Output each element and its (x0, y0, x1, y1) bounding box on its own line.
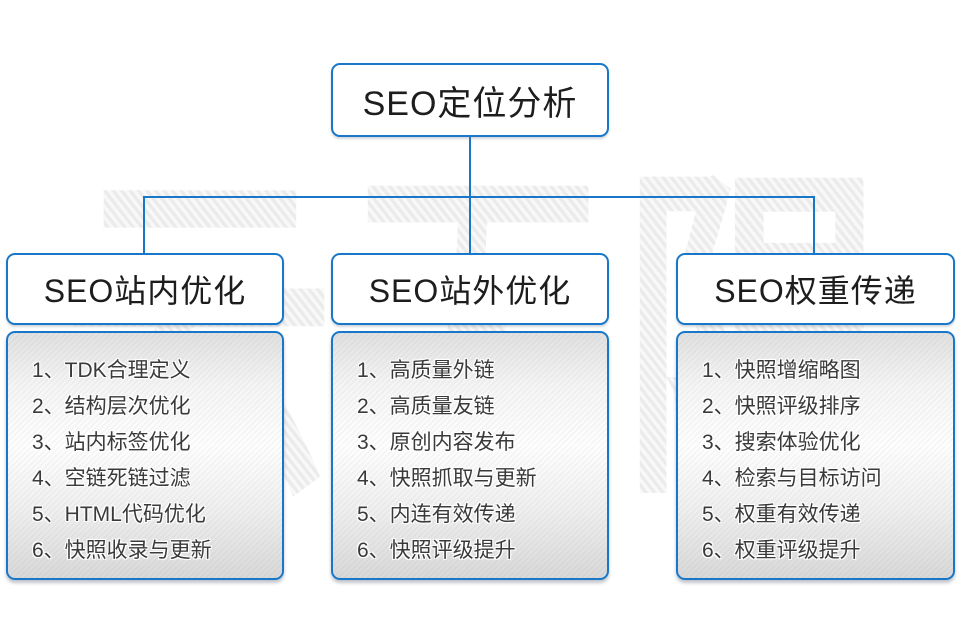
branch-list-onsite: 1、TDK合理定义 2、结构层次优化 3、站内标签优化 4、空链死链过滤 5、H… (6, 331, 284, 580)
branch-header-offsite-label: SEO站外优化 (368, 273, 572, 309)
branch-header-offsite: SEO站外优化 (331, 253, 609, 325)
list-item: 5、内连有效传递 (357, 503, 516, 526)
branch-list-weight: 1、快照增缩略图 2、快照评级排序 3、搜索体验优化 4、检索与目标访问 5、权… (676, 331, 955, 580)
branch-header-onsite: SEO站内优化 (6, 253, 284, 325)
list-item: 1、TDK合理定义 (32, 359, 191, 382)
list-item: 4、检索与目标访问 (702, 467, 882, 490)
branch-header-weight: SEO权重传递 (676, 253, 955, 325)
connector-horizontal (143, 196, 815, 198)
list-item: 5、权重有效传递 (702, 503, 861, 526)
connector-root-vertical (469, 137, 471, 197)
branch-list-offsite: 1、高质量外链 2、高质量友链 3、原创内容发布 4、快照抓取与更新 5、内连有… (331, 331, 609, 580)
list-item: 3、搜索体验优化 (702, 431, 861, 454)
list-item: 4、快照抓取与更新 (357, 467, 537, 490)
list-item: 3、原创内容发布 (357, 431, 516, 454)
root-node-label: SEO定位分析 (362, 84, 578, 123)
connector-middle-vertical (469, 196, 471, 254)
list-item: 1、高质量外链 (357, 359, 495, 382)
list-item: 6、快照收录与更新 (32, 539, 212, 562)
root-node-seo-positioning: SEO定位分析 (331, 63, 609, 137)
list-item: 6、权重评级提升 (702, 539, 861, 562)
list-item: 3、站内标签优化 (32, 431, 191, 454)
connector-right-vertical (813, 196, 815, 254)
list-item: 4、空链死链过滤 (32, 467, 191, 490)
connector-left-vertical (143, 196, 145, 254)
list-item: 1、快照增缩略图 (702, 359, 861, 382)
list-item: 2、高质量友链 (357, 395, 495, 418)
list-item: 2、快照评级排序 (702, 395, 861, 418)
list-item: 2、结构层次优化 (32, 395, 191, 418)
branch-header-onsite-label: SEO站内优化 (43, 273, 247, 309)
list-item: 5、HTML代码优化 (32, 503, 206, 526)
list-item: 6、快照评级提升 (357, 539, 516, 562)
branch-header-weight-label: SEO权重传递 (714, 273, 917, 309)
